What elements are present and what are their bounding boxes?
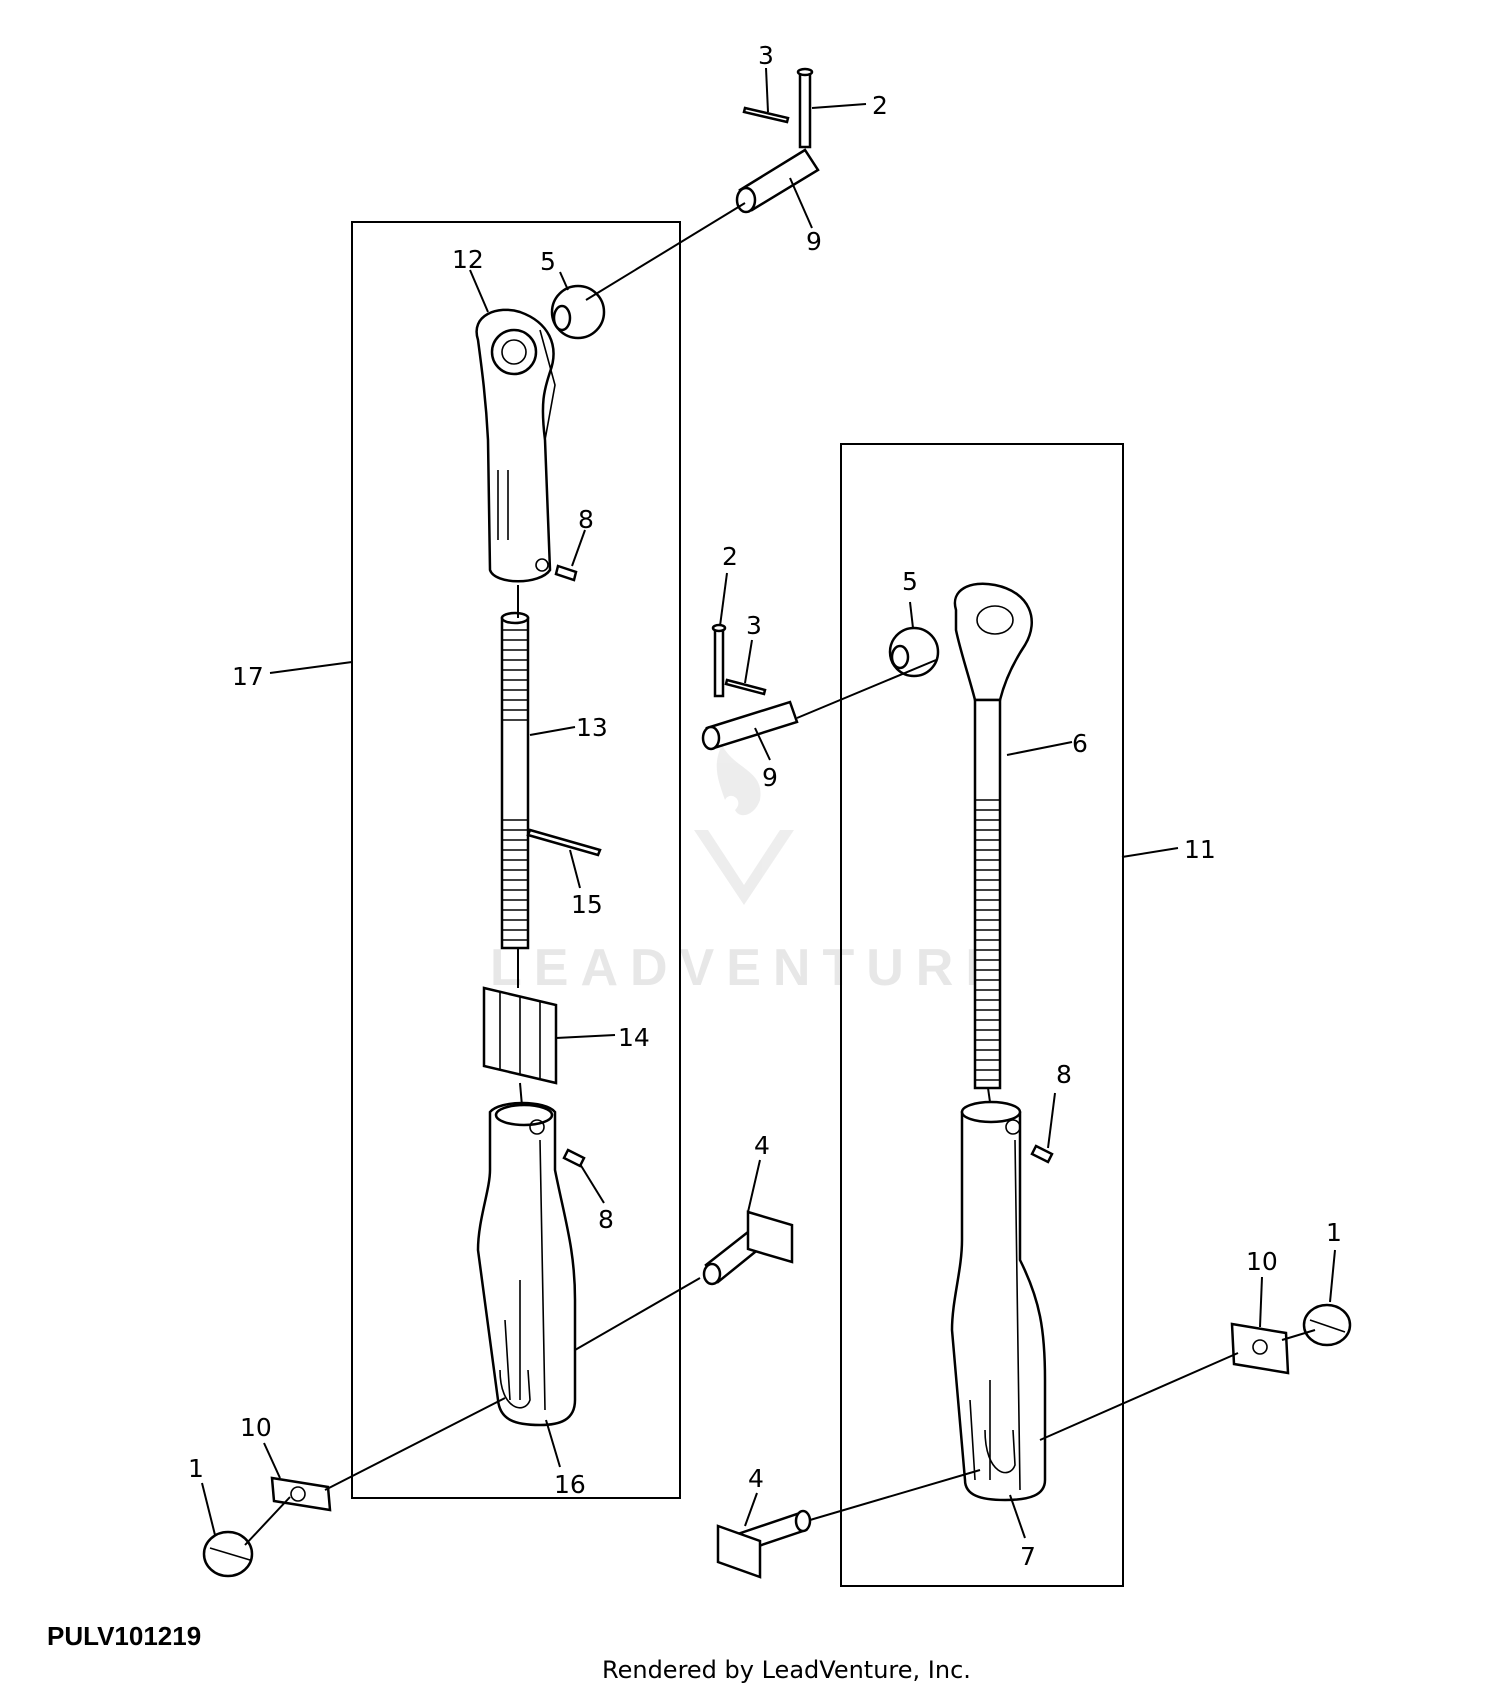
part-lynch-pin-1-right <box>1302 1303 1352 1347</box>
callout-2-mid: 2 <box>722 542 738 571</box>
callout-3-mid: 3 <box>746 611 762 640</box>
figure-code: PULV101219 <box>47 1621 201 1651</box>
assembly-box-17 <box>351 221 681 1499</box>
part-washer-10-right <box>1230 1322 1290 1375</box>
callout-17: 17 <box>232 662 264 691</box>
leader-lines <box>201 67 1336 1539</box>
part-eye-rod-6 <box>953 582 1033 1090</box>
callout-5-left: 5 <box>540 247 556 276</box>
part-lynch-pin-1-left <box>202 1530 254 1578</box>
callout-3-top: 3 <box>758 41 774 70</box>
part-pin-4-lower <box>716 1509 812 1579</box>
footer-credit: Rendered by LeadVenture, Inc. <box>602 1656 971 1684</box>
part-pin-9-mid <box>701 700 799 751</box>
callout-6: 6 <box>1072 729 1088 758</box>
callout-5-right: 5 <box>902 567 918 596</box>
part-roll-pin-15 <box>526 828 602 857</box>
part-cotter-3-mid <box>724 678 767 696</box>
callout-1-right: 1 <box>1326 1218 1342 1247</box>
callout-12: 12 <box>452 245 484 274</box>
assembly-lines <box>244 202 1316 1546</box>
callout-2-top: 2 <box>872 91 888 120</box>
callout-16: 16 <box>554 1470 586 1499</box>
callouts: 17 11 12 5 8 13 15 14 8 16 3 2 9 2 3 9 5… <box>188 41 1342 1571</box>
part-lower-clevis-7 <box>950 1100 1047 1502</box>
callout-8-c: 8 <box>1056 1060 1072 1089</box>
callout-7: 7 <box>1020 1542 1036 1571</box>
part-set-screw-8-right <box>1030 1144 1054 1164</box>
part-lynch-pin-2-top <box>796 67 814 149</box>
callout-14: 14 <box>618 1023 650 1052</box>
part-lynch-pin-2-mid <box>711 623 727 698</box>
callout-4-lower: 4 <box>748 1464 764 1493</box>
part-set-screw-8-lower <box>562 1148 586 1168</box>
callout-15: 15 <box>571 890 603 919</box>
callout-1-left: 1 <box>188 1454 204 1483</box>
part-upper-end-12 <box>475 308 556 583</box>
callout-10-left: 10 <box>240 1413 272 1442</box>
part-sleeve-14 <box>482 986 558 1085</box>
watermark: LEADVENTURE <box>490 745 1012 997</box>
part-pin-9-top <box>735 148 820 214</box>
part-pin-4-upper <box>702 1210 794 1286</box>
callout-8-a: 8 <box>578 505 594 534</box>
part-ball-5-left <box>550 284 606 340</box>
assembly-box-11 <box>840 443 1124 1587</box>
part-washer-10-left <box>270 1476 332 1512</box>
callout-9-top: 9 <box>806 227 822 256</box>
callout-9-mid: 9 <box>762 763 778 792</box>
callout-10-right: 10 <box>1246 1247 1278 1276</box>
callout-8-b: 8 <box>598 1205 614 1234</box>
watermark-text: LEADVENTURE <box>490 939 1012 997</box>
callout-13: 13 <box>576 713 608 742</box>
part-lower-clevis-16 <box>476 1101 577 1427</box>
callout-4-upper: 4 <box>754 1131 770 1160</box>
part-cotter-3-top <box>742 106 790 124</box>
callout-11: 11 <box>1184 835 1216 864</box>
part-threaded-rod-13 <box>500 611 530 950</box>
part-set-screw-8-upper <box>554 564 578 582</box>
